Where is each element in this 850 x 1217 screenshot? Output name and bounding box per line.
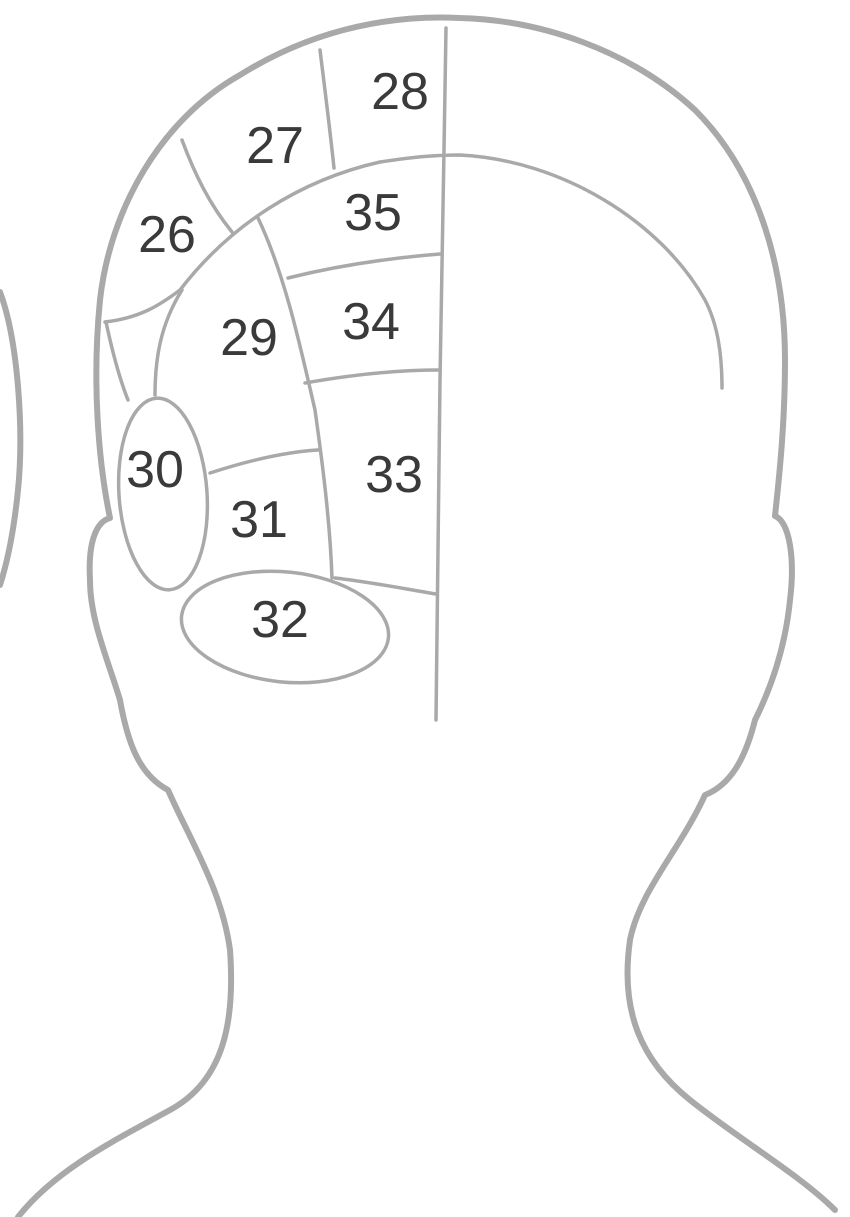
divider-35-34 bbox=[288, 254, 440, 278]
divider-27-28 bbox=[320, 50, 334, 168]
zone-26-label: 26 bbox=[138, 206, 196, 264]
zone-34-label: 34 bbox=[342, 293, 400, 351]
zone-29-label: 29 bbox=[220, 309, 278, 367]
zone-30-label: 30 bbox=[126, 441, 184, 499]
zone-31-label: 31 bbox=[230, 491, 288, 549]
zone-33-label: 33 bbox=[365, 446, 423, 504]
crown-arc bbox=[105, 155, 722, 388]
zone-27-label: 27 bbox=[246, 117, 304, 175]
adjacent-head-edge bbox=[0, 292, 20, 585]
zone-28-label: 28 bbox=[371, 63, 429, 121]
midline bbox=[436, 28, 446, 720]
zone-left-sliver bbox=[106, 322, 128, 400]
zone-32-label: 32 bbox=[251, 591, 309, 649]
divider-29-31 bbox=[210, 450, 318, 473]
divider-33-bottom bbox=[335, 578, 436, 594]
divider-34-33 bbox=[305, 370, 440, 383]
zone-35-label: 35 bbox=[344, 184, 402, 242]
head-outline bbox=[18, 18, 835, 1217]
